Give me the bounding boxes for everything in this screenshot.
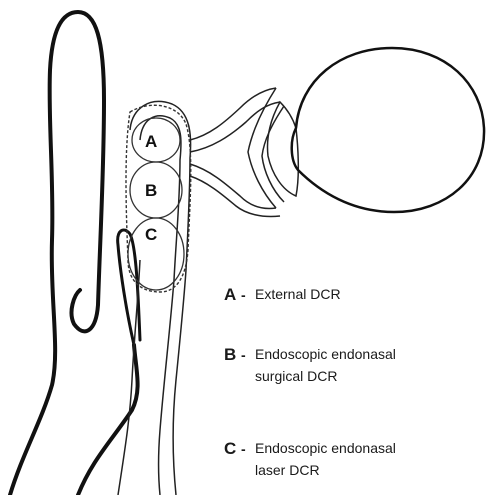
lacrimal-sac-inner-outline xyxy=(140,116,181,495)
legend-text-c-line2: laser DCR xyxy=(224,460,396,481)
legend-text-c-line1: Endoscopic endonasal xyxy=(255,438,396,459)
marker-a: A xyxy=(145,132,157,151)
punctal-loop xyxy=(268,102,299,196)
legend-entry-b: B-Endoscopic endonasal surgical DCR xyxy=(224,344,396,387)
canaliculus-junction xyxy=(248,88,276,208)
legend-letter-c: C xyxy=(224,438,241,459)
eye-globe xyxy=(292,48,484,212)
nasal-outline xyxy=(10,12,104,495)
canaliculus-upper-inner xyxy=(190,102,280,152)
legend-separator-c: - xyxy=(241,439,255,460)
legend-entry-a: A-External DCR xyxy=(224,284,341,306)
legend-text-a: External DCR xyxy=(255,284,341,305)
legend-entry-c: C-Endoscopic endonasal laser DCR xyxy=(224,438,396,481)
canaliculus-junction-inner xyxy=(262,106,284,202)
canaliculus-lower xyxy=(190,164,276,209)
marker-b: B xyxy=(145,181,157,200)
marker-c: C xyxy=(145,225,157,244)
legend-letter-b: B xyxy=(224,344,241,365)
legend-separator-b: - xyxy=(241,345,255,366)
legend-letter-a: A xyxy=(224,284,241,305)
legend-text-b-line2: surgical DCR xyxy=(224,366,396,387)
legend-separator-a: - xyxy=(241,285,255,306)
legend-text-b-line1: Endoscopic endonasal xyxy=(255,344,396,365)
